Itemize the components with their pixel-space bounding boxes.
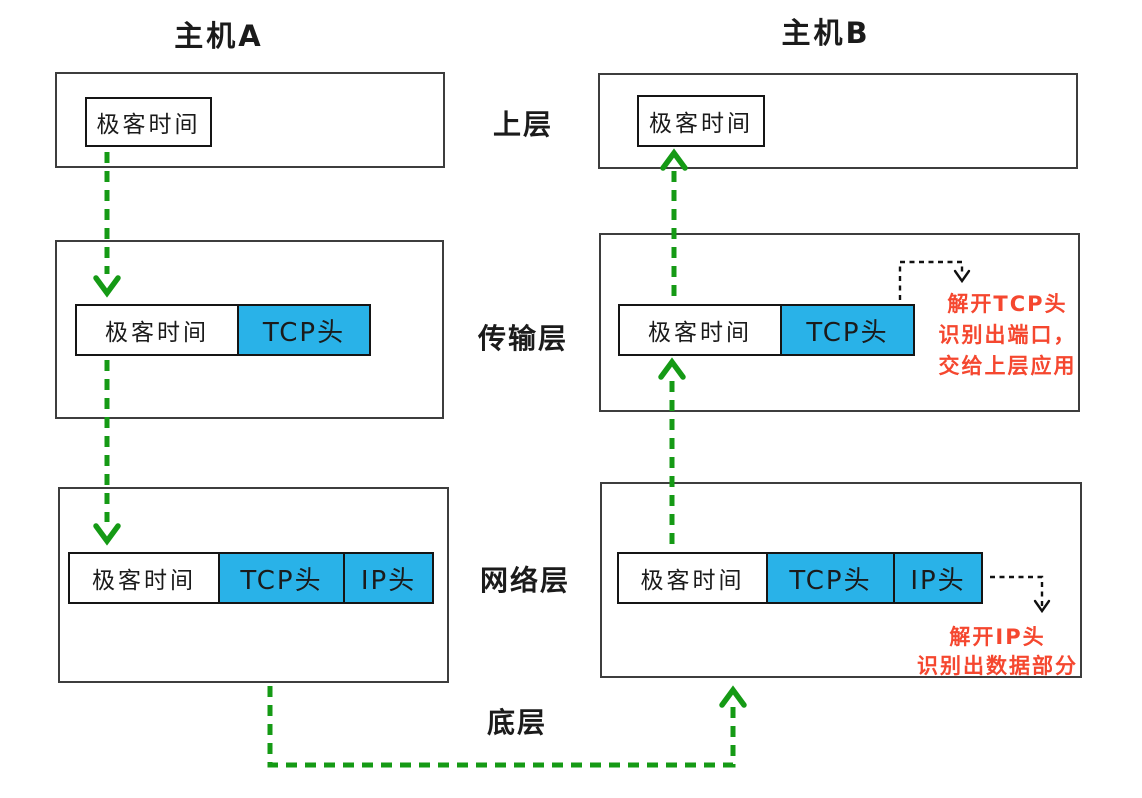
packet-tcp-header-segment: TCP头 xyxy=(766,552,895,604)
packet-tcp-header-segment: TCP头 xyxy=(780,304,915,356)
arrowhead-up-icon xyxy=(719,685,747,708)
packet-tcp-header-segment: TCP头 xyxy=(237,304,371,356)
host-a-upper-data-box: 极客时间 xyxy=(85,97,212,147)
host-b-title: 主机B xyxy=(781,16,871,50)
packet-ip-header-segment: IP头 xyxy=(343,552,434,604)
host-b-upper-data-box: 极客时间 xyxy=(637,95,765,147)
layer-label-transport: 传输层 xyxy=(477,322,568,355)
host-a-title: 主机A xyxy=(174,19,264,53)
tcp-unpack-annotation: 解开TCP头 识别出端口， 交给上层应用 xyxy=(915,289,1100,382)
host-b-network-packet: 极客时间 TCP头 IP头 xyxy=(617,552,983,604)
packet-tcp-header-segment: TCP头 xyxy=(218,552,345,604)
tcp-unpack-line-1: 解开TCP头 xyxy=(947,292,1068,316)
host-a-transport-packet: 极客时间 TCP头 xyxy=(75,304,371,356)
packet-data-segment: 极客时间 xyxy=(617,552,768,604)
ip-unpack-annotation: 解开IP头 识别出数据部分 xyxy=(900,623,1095,681)
packet-ip-header-segment: IP头 xyxy=(893,552,983,604)
layer-label-network: 网络层 xyxy=(479,564,570,597)
packet-data-segment: 极客时间 xyxy=(75,304,239,356)
layer-label-bottom: 底层 xyxy=(486,706,547,739)
ip-unpack-line-1: 解开IP头 xyxy=(949,625,1046,649)
ip-unpack-line-2: 识别出数据部分 xyxy=(917,654,1078,678)
host-a-network-packet: 极客时间 TCP头 IP头 xyxy=(68,552,434,604)
tcp-unpack-line-3: 交给上层应用 xyxy=(938,354,1077,378)
host-b-transport-packet: 极客时间 TCP头 xyxy=(618,304,915,356)
layer-label-upper: 上层 xyxy=(492,108,553,141)
packet-data-segment: 极客时间 xyxy=(618,304,782,356)
packet-data-segment: 极客时间 xyxy=(68,552,220,604)
tcp-unpack-line-2: 识别出端口， xyxy=(938,323,1077,347)
